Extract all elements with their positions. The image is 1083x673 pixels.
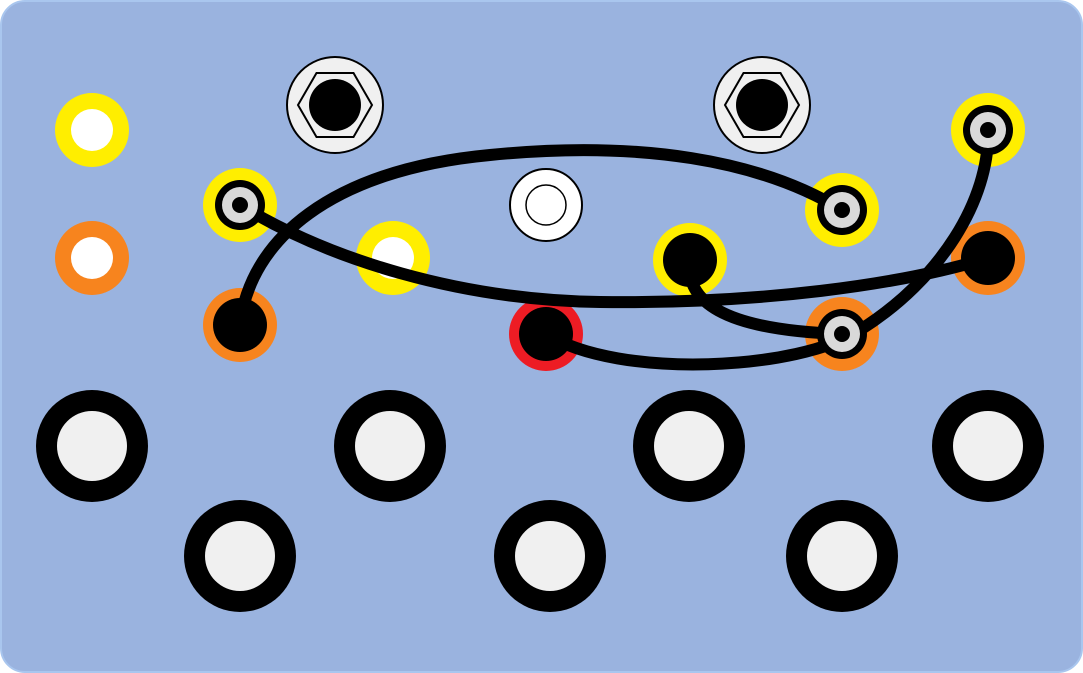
round-button[interactable] — [36, 390, 148, 502]
round-button[interactable] — [334, 390, 446, 502]
patch-cable[interactable] — [234, 144, 848, 331]
plug-cap-black[interactable] — [961, 231, 1015, 285]
round-button[interactable] — [494, 500, 606, 612]
plug-cap-gray[interactable] — [817, 185, 867, 235]
plug-cap-black[interactable] — [663, 233, 717, 287]
center-socket-layer — [509, 168, 583, 242]
plug-cap-black[interactable] — [519, 307, 573, 361]
plug-cap-gray[interactable] — [963, 105, 1013, 155]
buttons — [36, 390, 1044, 612]
hex-jack[interactable] — [713, 56, 811, 154]
port-yellow-empty[interactable] — [55, 93, 129, 167]
round-button[interactable] — [184, 500, 296, 612]
round-button[interactable] — [932, 390, 1044, 502]
hex-jack[interactable] — [286, 56, 384, 154]
jack-hole — [309, 79, 361, 131]
plug-cap-black[interactable] — [213, 298, 267, 352]
plug-cap-gray[interactable] — [215, 180, 265, 230]
empty-socket[interactable] — [509, 168, 583, 242]
round-button[interactable] — [786, 500, 898, 612]
hex-jacks — [286, 56, 811, 154]
round-button[interactable] — [633, 390, 745, 502]
plug-cap-gray[interactable] — [817, 309, 867, 359]
plug-caps — [213, 105, 1015, 361]
patch-cable[interactable] — [234, 199, 994, 309]
jack-hole — [736, 79, 788, 131]
port-orange-empty[interactable] — [55, 221, 129, 295]
